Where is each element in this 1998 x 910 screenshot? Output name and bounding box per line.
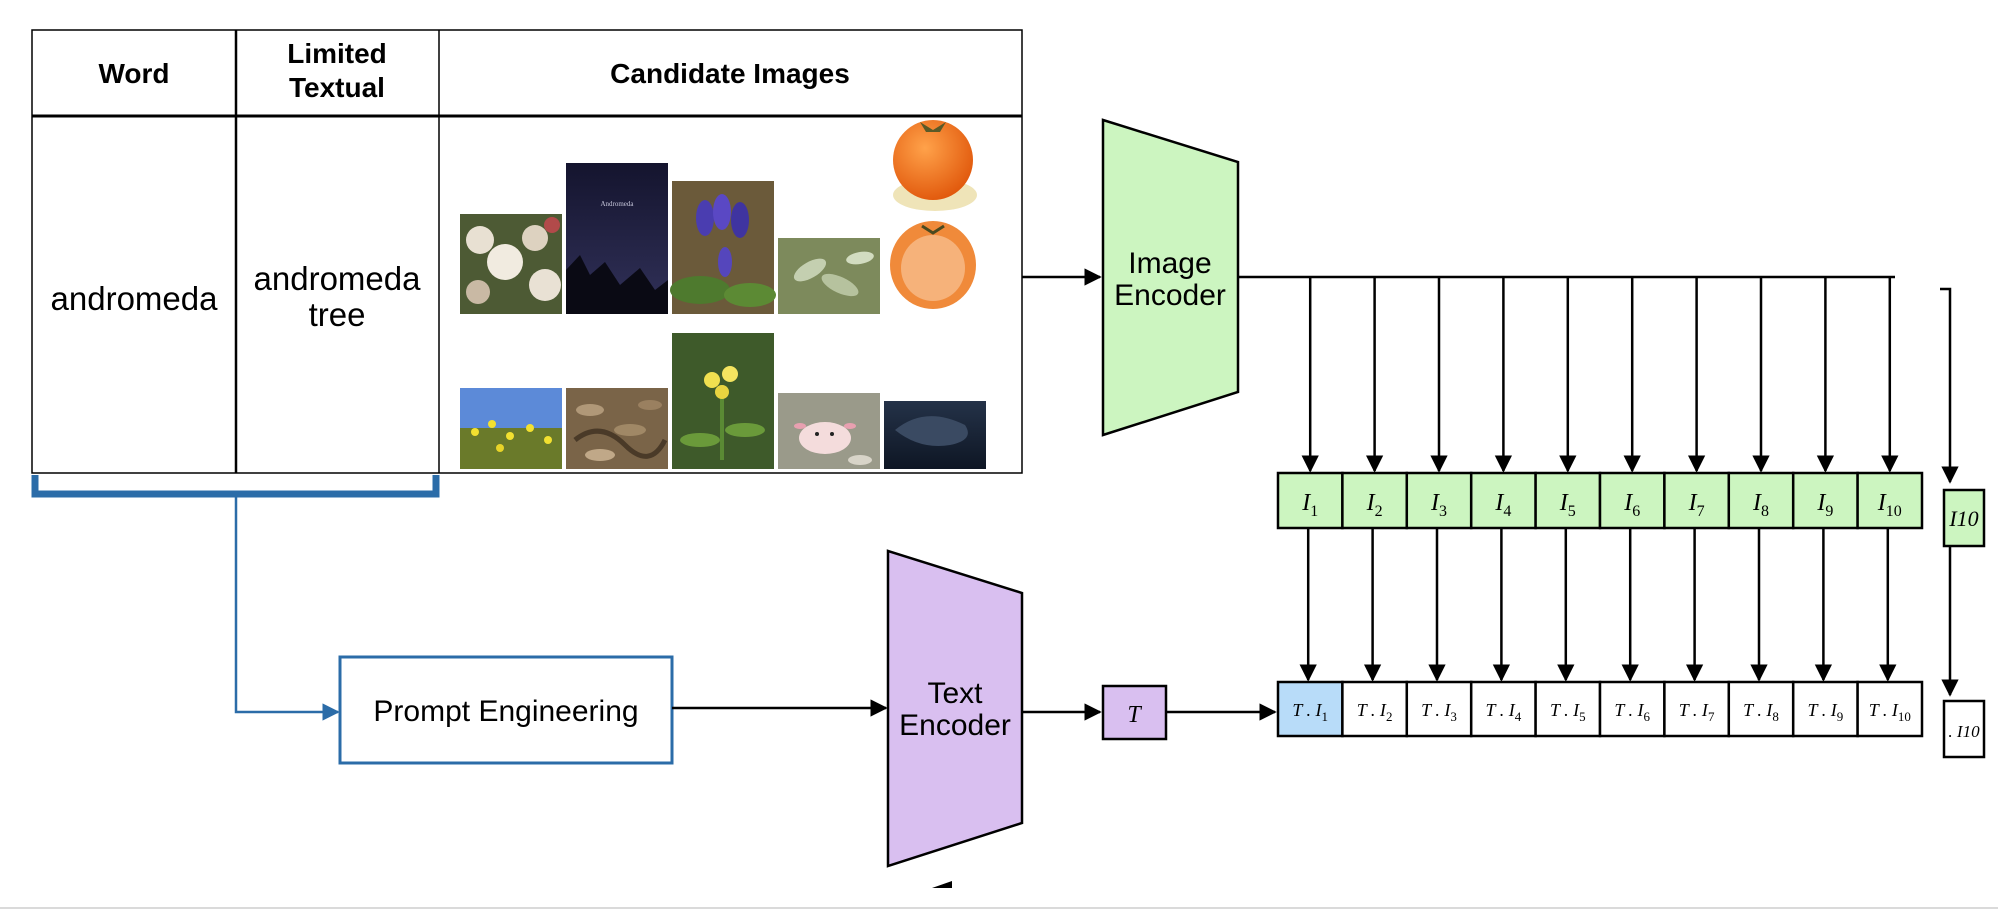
embedding-column: I8T . I8 (1727, 277, 1795, 738)
similarity-score-box (1791, 680, 1859, 738)
header-word: Word (98, 58, 169, 89)
text-encoder-label-line1: Text (927, 677, 983, 710)
text-encoder-label-line2: Encoder (899, 709, 1011, 742)
embedding-column: I1T . I1 (1276, 277, 1344, 738)
partial-image-embedding-label: I10 (1948, 506, 1978, 531)
embedding-column: I3T . I3 (1405, 277, 1473, 738)
partial-column: I10 . I10 (1940, 287, 1986, 759)
similarity-score-box (1856, 680, 1924, 738)
image-encoder: Image Encoder (1101, 118, 1240, 437)
image-embedding-box (1405, 471, 1473, 530)
similarity-score-box (1405, 680, 1473, 738)
image-embedding-box (1791, 471, 1859, 530)
image-embedding-box (1276, 471, 1344, 530)
green-leaves-thumbnail (778, 238, 880, 314)
image-embedding-box (1663, 471, 1731, 530)
prompt-engineering-box: Prompt Engineering (338, 655, 674, 765)
partial-similarity-label: . I10 (1948, 722, 1980, 741)
dark-water-animal-thumbnail (884, 401, 986, 469)
image-embedding-box (1856, 471, 1924, 530)
image-encoder-label-line1: Image (1128, 247, 1211, 280)
leaf-litter-snake-thumbnail (566, 388, 668, 469)
image-embedding-box (1534, 471, 1602, 530)
persimmon-fruit-thumbnail (890, 120, 977, 309)
prompt-engineering-label: Prompt Engineering (373, 695, 638, 728)
purple-gentian-thumbnail (670, 181, 776, 314)
text-embedding-label: T (1127, 702, 1142, 728)
image-encoder-label-line2: Encoder (1114, 279, 1226, 312)
similarity-score-box (1534, 680, 1602, 738)
yellow-wildflowers-thumbnail (460, 388, 562, 469)
axolotl-thumbnail (778, 393, 880, 469)
embedding-column: I2T . I2 (1341, 277, 1409, 738)
similarity-score-box (1341, 680, 1409, 738)
embedding-column: I6T . I6 (1598, 277, 1666, 738)
night-sky-thumbnail: Andromeda (566, 163, 668, 314)
similarity-score-box (1663, 680, 1731, 738)
yellow-flower-plant-thumbnail (672, 333, 774, 469)
image-embedding-box (1727, 471, 1795, 530)
footer-fragment (932, 881, 952, 888)
embedding-column: I5T . I5 (1534, 277, 1602, 738)
selection-bracket (31, 475, 440, 721)
word-cell: andromeda (51, 280, 219, 317)
white-flower-shrub-thumbnail (460, 214, 562, 314)
image-embedding-box (1598, 471, 1666, 530)
header-candidate-images: Candidate Images (610, 58, 850, 89)
night-sky-caption: Andromeda (600, 200, 634, 208)
text-embedding-box: T (1101, 684, 1168, 741)
embedding-column: I9T . I9 (1791, 277, 1859, 738)
similarity-score-box (1727, 680, 1795, 738)
candidate-images: Andromeda (460, 120, 986, 469)
image-embedding-box (1469, 471, 1537, 530)
embedding-column: I7T . I7 (1663, 277, 1731, 738)
image-embedding-box (1341, 471, 1409, 530)
text-encoder: Text Encoder (886, 549, 1024, 868)
embedding-column: I4T . I4 (1469, 277, 1537, 738)
similarity-score-box (1276, 680, 1344, 738)
